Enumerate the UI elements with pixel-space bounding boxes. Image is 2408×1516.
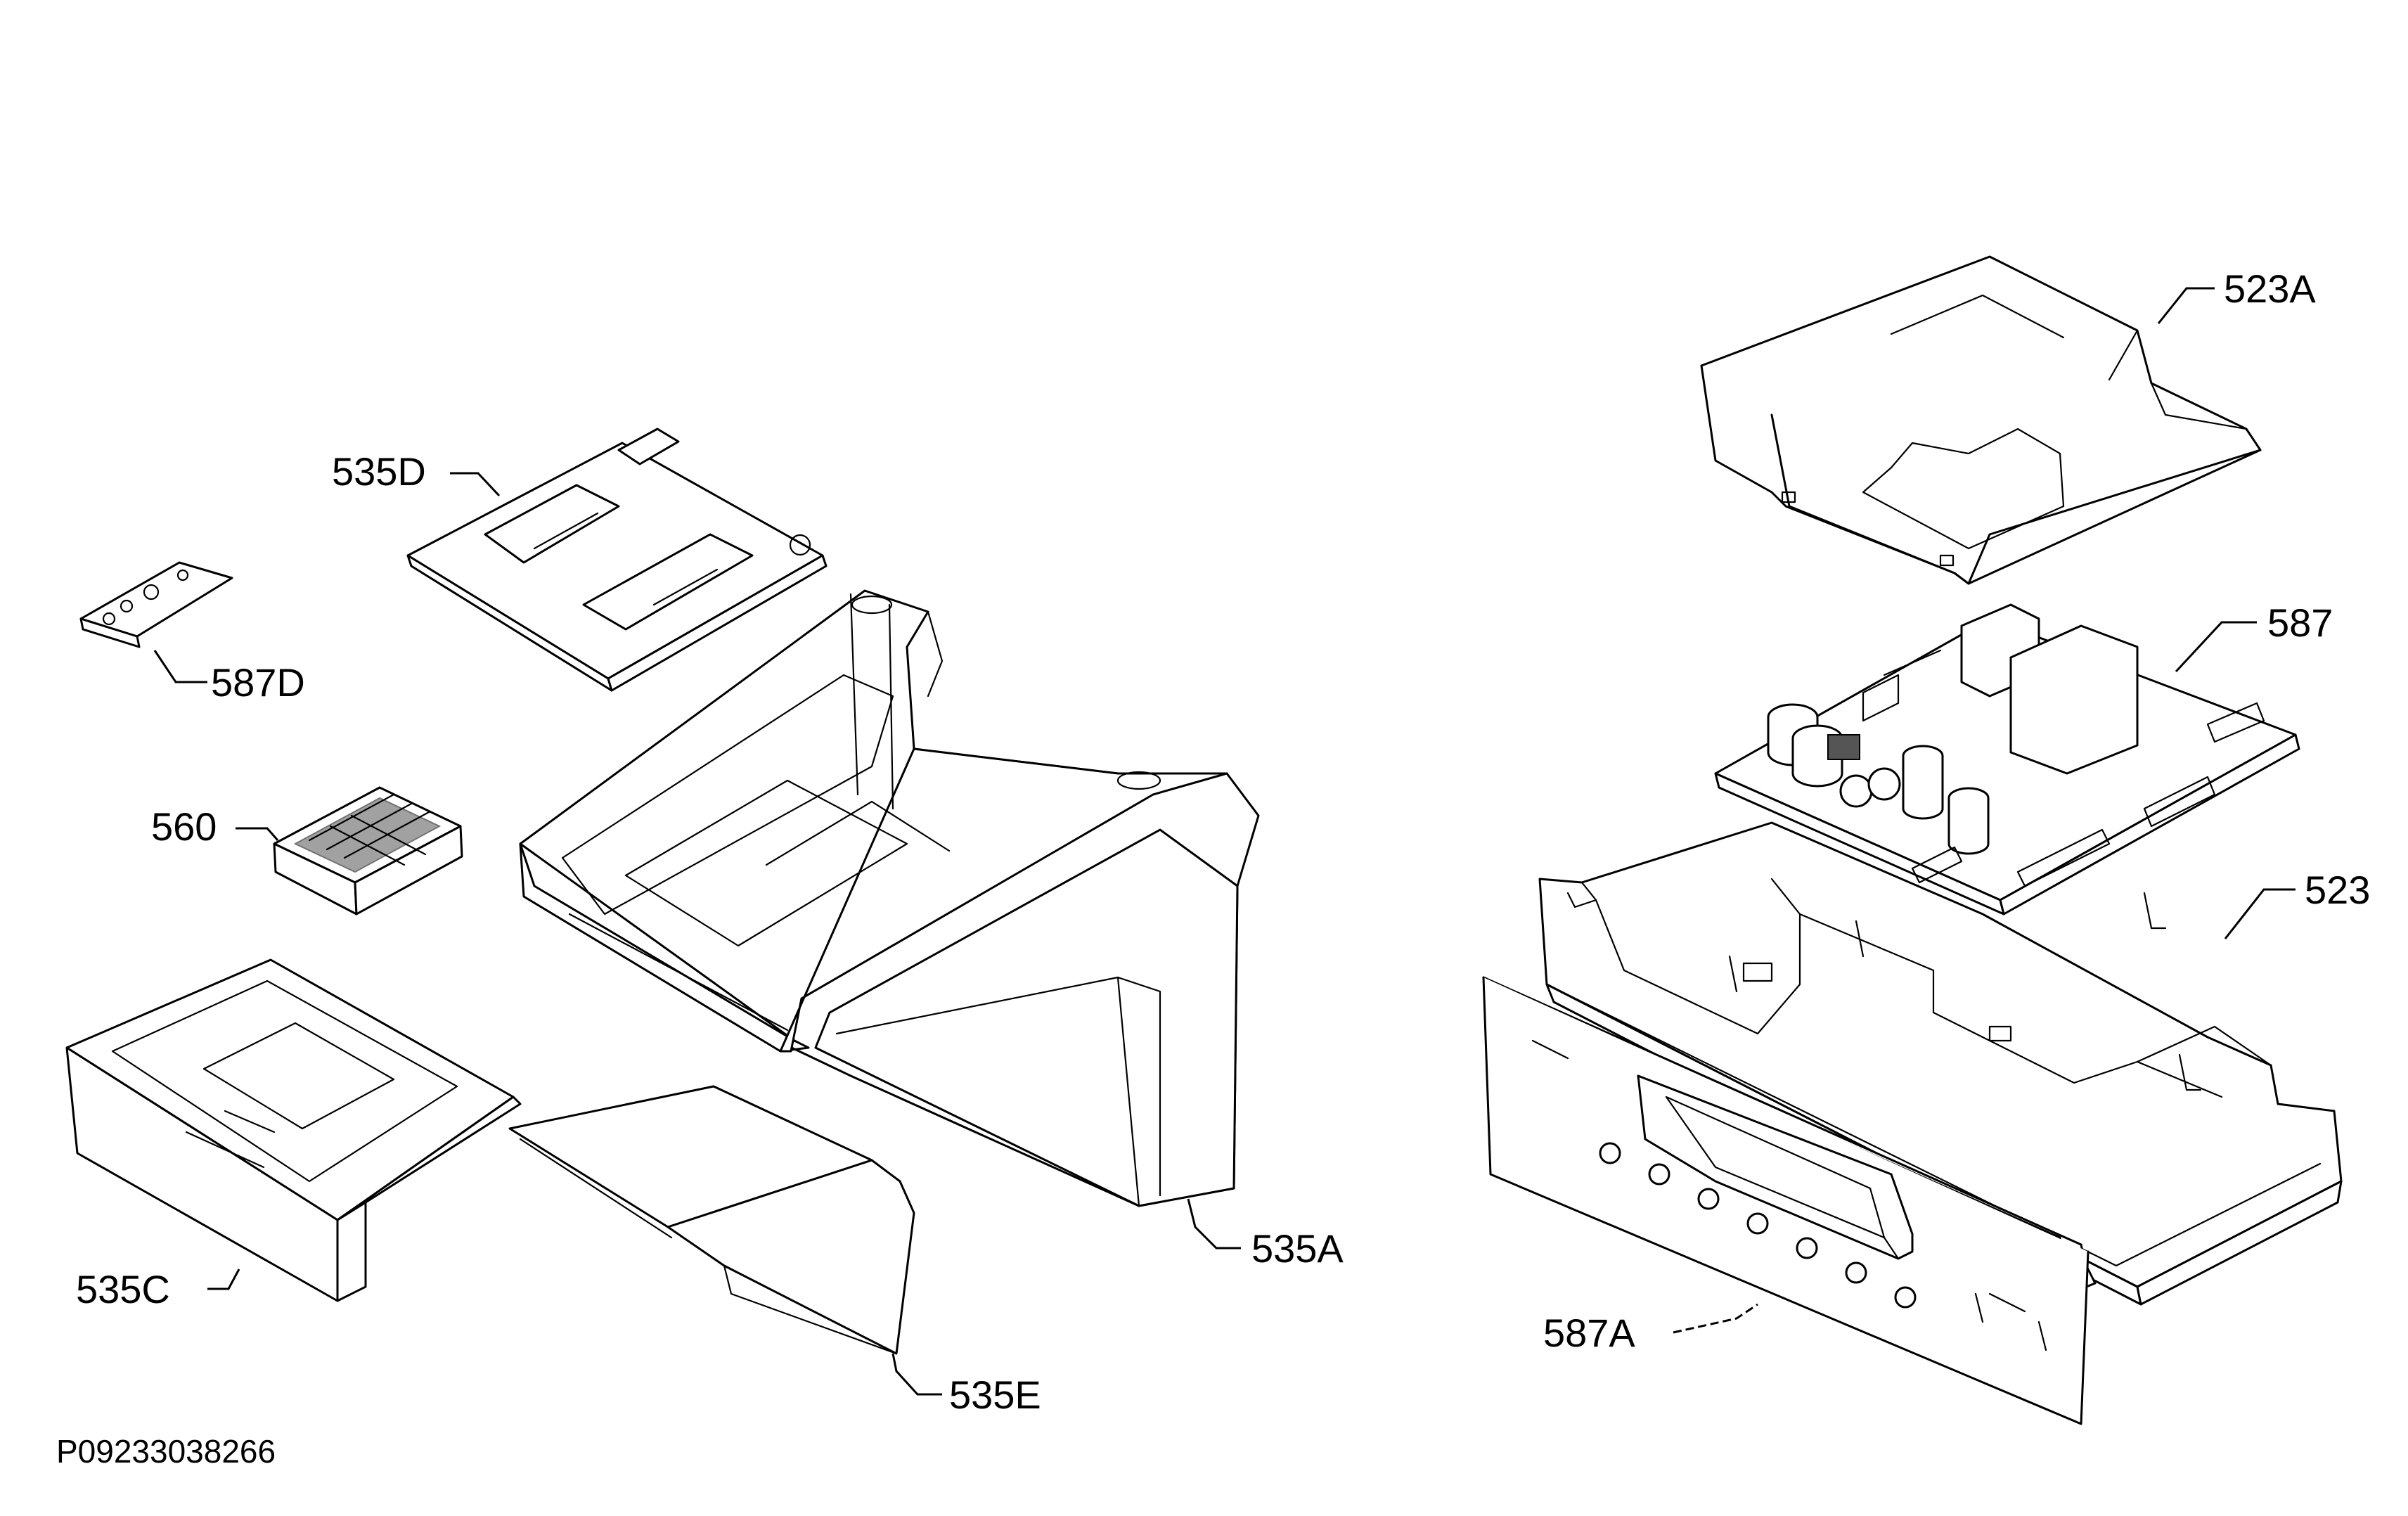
callout-535E: 535E (949, 1373, 1041, 1417)
callout-587: 587 (2267, 600, 2333, 645)
callout-587D: 587D (211, 660, 305, 705)
callout-523A: 523A (2224, 266, 2316, 311)
part-587A-control-panel (1482, 976, 2097, 1425)
button-row (1599, 1142, 1917, 1309)
callout-535D: 535D (332, 449, 426, 494)
leader-lines (153, 287, 2296, 1396)
part-587D-plate (79, 561, 233, 648)
part-535E-flap (508, 1085, 915, 1355)
callout-labels: 523A 587 523 587A 535D 587D 560 535C 535… (76, 266, 2370, 1417)
callout-535A: 535A (1251, 1226, 1344, 1271)
part-535C-drawer (65, 958, 522, 1302)
part-523A-cover (1700, 255, 2262, 585)
document-id: P09233038266 (56, 1433, 276, 1470)
callout-560: 560 (151, 804, 217, 849)
callout-587A: 587A (1543, 1311, 1635, 1355)
callout-535C: 535C (76, 1267, 170, 1311)
part-560-filter (273, 786, 463, 916)
part-535D-cover (406, 428, 828, 692)
part-535A-housing (519, 589, 1260, 1207)
callout-523: 523 (2305, 868, 2370, 912)
part-587-circuit-board (1714, 603, 2300, 916)
